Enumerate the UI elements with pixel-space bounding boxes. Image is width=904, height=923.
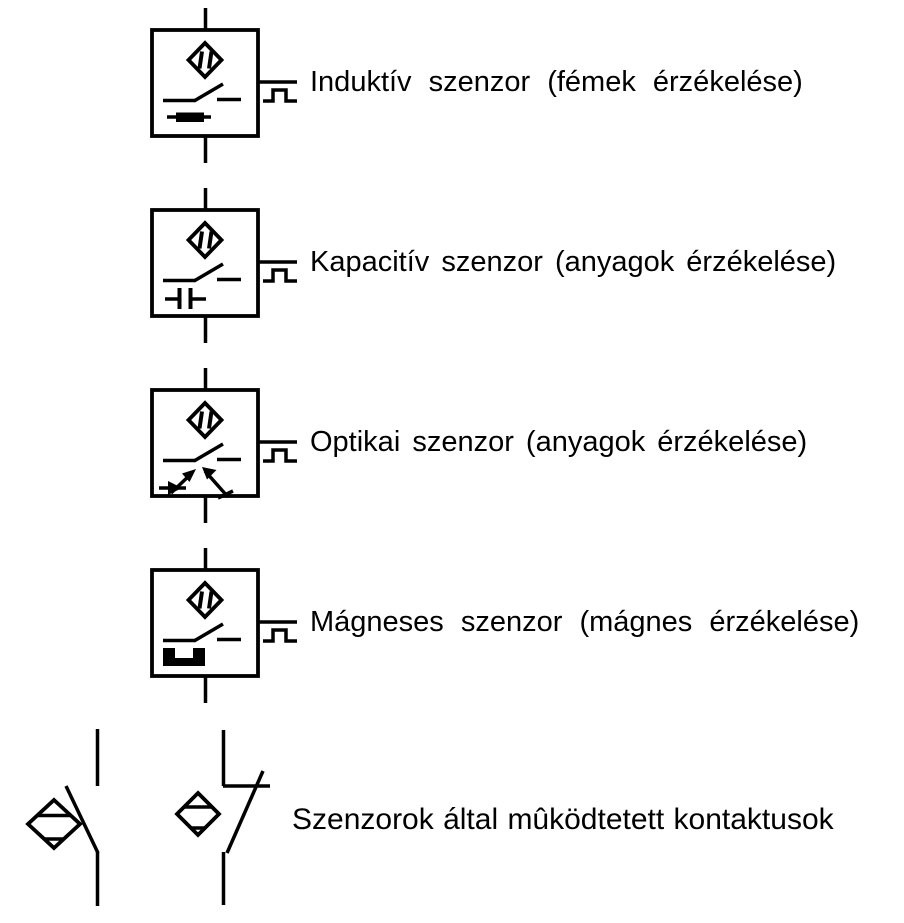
label-inductive-sensor: Induktív szenzor (fémek érzékelése): [310, 66, 803, 98]
normally-open-contact-symbol: [25, 729, 100, 906]
magnet-icon: [163, 648, 205, 666]
inductive-sensor-symbol: [150, 6, 299, 165]
label-magnetic-sensor: Mágneses szenzor (mágnes érzékelése): [310, 606, 860, 638]
capacitor-icon: [165, 288, 206, 309]
label-optical-sensor: Optikai szenzor (anyagok érzékelése): [310, 426, 808, 458]
inductive-core-icon: [167, 112, 211, 122]
label-sensor-contacts: Szenzorok által mûködtetett kontaktusok: [292, 803, 834, 836]
normally-closed-contact-symbol: [174, 730, 270, 905]
light-arrows-icon: [159, 467, 234, 500]
actuator-diamond-icon: [25, 797, 83, 851]
actuator-diamond-icon: [174, 790, 222, 838]
optical-sensor-symbol: [150, 366, 299, 525]
capacitive-sensor-symbol: [150, 186, 299, 345]
magnetic-sensor-symbol: [150, 546, 299, 705]
label-capacitive-sensor: Kapacitív szenzor (anyagok érzékelése): [310, 246, 837, 278]
